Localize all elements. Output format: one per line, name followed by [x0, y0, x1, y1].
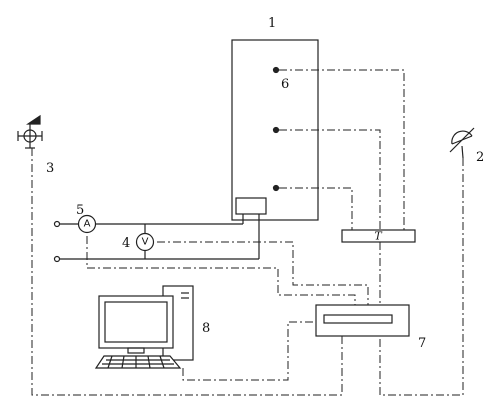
sensor-point-bottom	[272, 184, 280, 192]
label-voltmeter: 4	[122, 236, 130, 251]
label-ammeter: 5	[76, 203, 84, 218]
ammeter-icon	[77, 214, 97, 234]
electrical-circuit	[53, 214, 260, 263]
terminal-top	[53, 220, 61, 228]
label-module: 1	[268, 16, 276, 31]
label-computer: 8	[202, 321, 210, 336]
data-logger	[315, 304, 410, 337]
label-pyranometer: 2	[476, 150, 484, 165]
desktop-computer-icon	[94, 285, 194, 369]
terminal-bottom	[53, 255, 61, 263]
sensor-point-middle	[272, 126, 280, 134]
data-logger-display	[323, 314, 393, 324]
label-sensor-points: 6	[281, 77, 289, 92]
thermometer-symbol: T	[374, 230, 383, 243]
signal-lines	[31, 69, 464, 396]
junction-box	[235, 197, 267, 215]
label-data-logger: 7	[418, 336, 426, 351]
voltmeter-icon	[135, 232, 155, 252]
sensor-point-top	[272, 66, 280, 74]
anemometer-icon	[17, 114, 43, 149]
temperature-recorder	[341, 229, 416, 243]
pyranometer-icon	[449, 127, 475, 159]
label-anemometer: 3	[46, 161, 54, 176]
voltmeter-symbol: V	[142, 237, 149, 248]
ammeter-symbol: A	[84, 219, 91, 230]
